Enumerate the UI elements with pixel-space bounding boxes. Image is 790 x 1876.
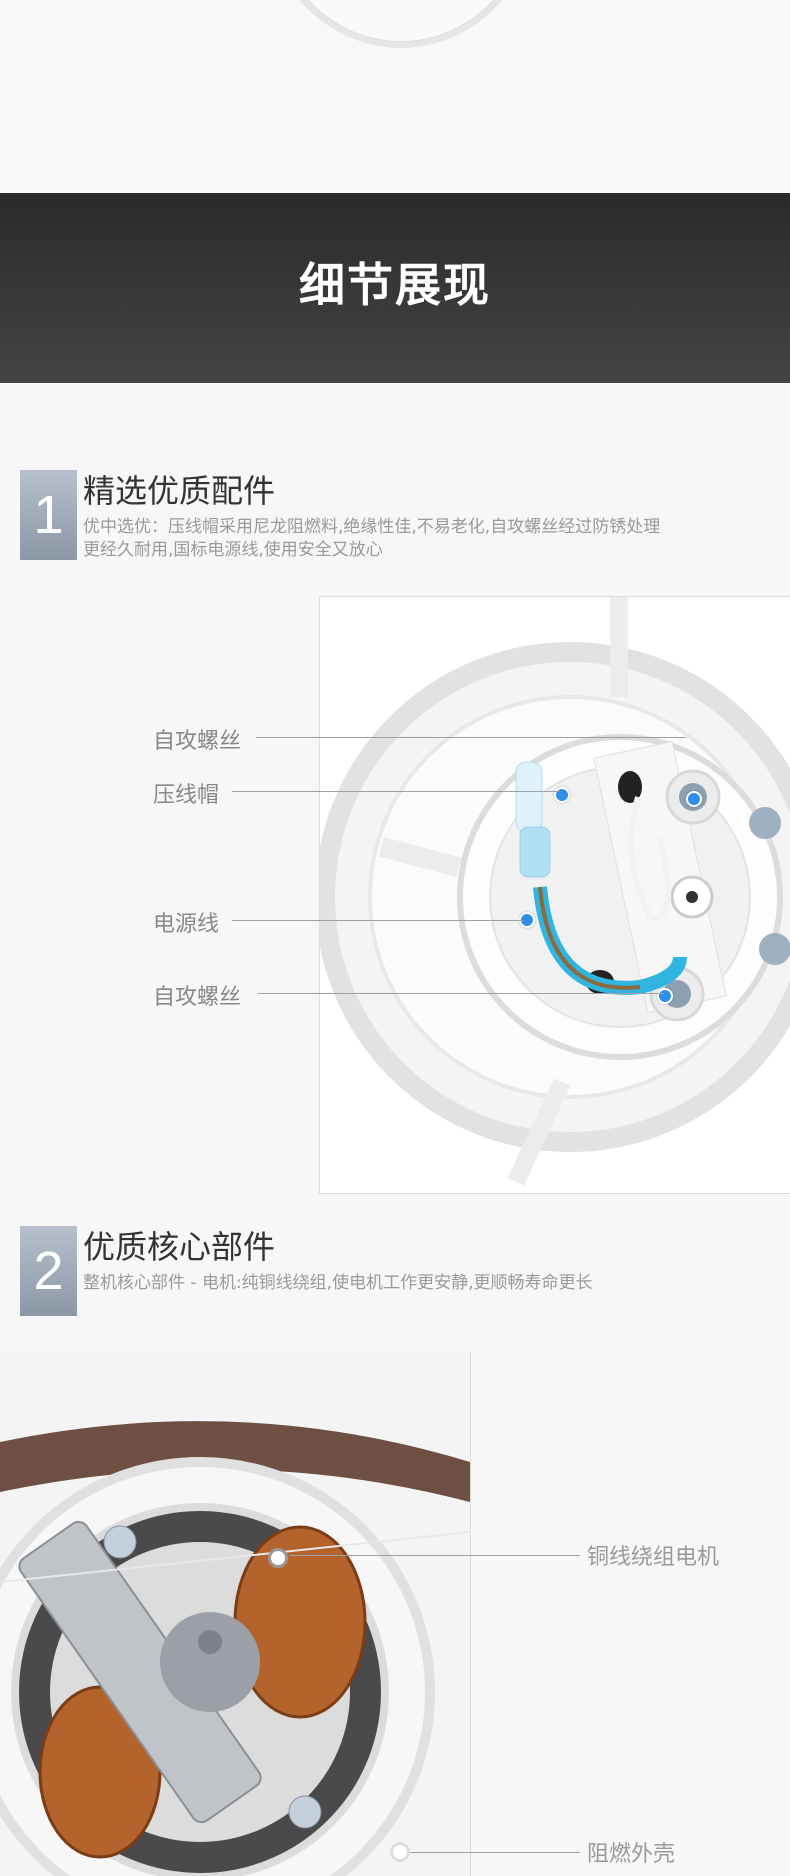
- detail-photo-motor: [0, 1352, 471, 1876]
- section-banner: 细节展现: [0, 193, 790, 383]
- section-title: 优质核心部件: [83, 1228, 276, 1266]
- banner-title: 细节展现: [299, 258, 491, 312]
- callout-line: [258, 993, 664, 994]
- callout-line: [256, 737, 686, 738]
- callout-dot: [686, 791, 702, 807]
- callout-dot: [268, 1548, 288, 1568]
- top-product-image: [0, 0, 790, 193]
- callout-label: 铜线绕组电机: [587, 1545, 720, 1570]
- fan-partial-image: [265, 0, 537, 48]
- motor-illustration: [0, 1352, 470, 1876]
- section-description-line: 整机核心部件 - 电机:纯铜线绕组,使电机工作更安静,更顺畅寿命更长: [83, 1273, 593, 1293]
- detail-photo-wiring: [319, 596, 790, 1194]
- callout-label: 压线帽: [153, 783, 220, 808]
- callout-line: [410, 1852, 580, 1853]
- callout-dot: [657, 988, 673, 1004]
- section-title: 精选优质配件: [83, 472, 276, 510]
- section-number-badge: 2: [20, 1226, 77, 1316]
- callout-label: 阻燃外壳: [587, 1842, 676, 1867]
- callout-label: 电源线: [153, 912, 220, 937]
- callout-line: [232, 791, 559, 792]
- callout-dot: [390, 1842, 410, 1862]
- section-description-line: 更经久耐用,国标电源线,使用安全又放心: [83, 540, 383, 560]
- callout-label: 自攻螺丝: [153, 985, 242, 1010]
- callout-dot: [554, 787, 570, 803]
- callout-line: [232, 920, 524, 921]
- fan-wiring-illustration: [320, 597, 790, 1186]
- callout-label: 自攻螺丝: [153, 729, 242, 754]
- section-number-badge: 1: [20, 470, 77, 560]
- callout-line: [290, 1555, 580, 1556]
- section-description-line: 优中选优：压线帽采用尼龙阻燃料,绝缘性佳,不易老化,自攻螺丝经过防锈处理: [83, 517, 661, 537]
